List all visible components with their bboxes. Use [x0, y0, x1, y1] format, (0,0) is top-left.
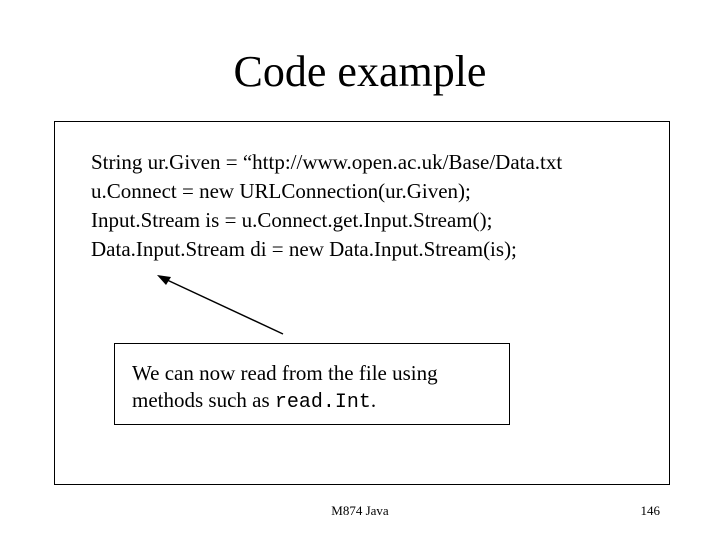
note-line-2: methods such as read.Int.: [132, 387, 509, 416]
page-number: 146: [640, 503, 661, 518]
code-line: Input.Stream is = u.Connect.get.Input.St…: [91, 208, 493, 232]
code-line: Data.Input.Stream di = new Data.Input.St…: [91, 237, 517, 261]
code-line: u.Connect = new URLConnection(ur.Given);: [91, 179, 471, 203]
slide-title: Code example: [233, 47, 487, 96]
note-punctuation: .: [370, 388, 377, 412]
note-line-1: We can now read from the file using: [132, 361, 438, 385]
code-line: String ur.Given = “http://www.open.ac.uk…: [91, 150, 563, 174]
note-text: methods such as: [132, 388, 275, 412]
code-block: String ur.Given = “http://www.open.ac.uk…: [91, 148, 562, 264]
code-frame: [54, 121, 670, 485]
method-name: read.Int: [274, 391, 371, 414]
note-callout: We can now read from the file using meth…: [114, 343, 510, 425]
footer-course: M874 Java: [331, 503, 389, 518]
